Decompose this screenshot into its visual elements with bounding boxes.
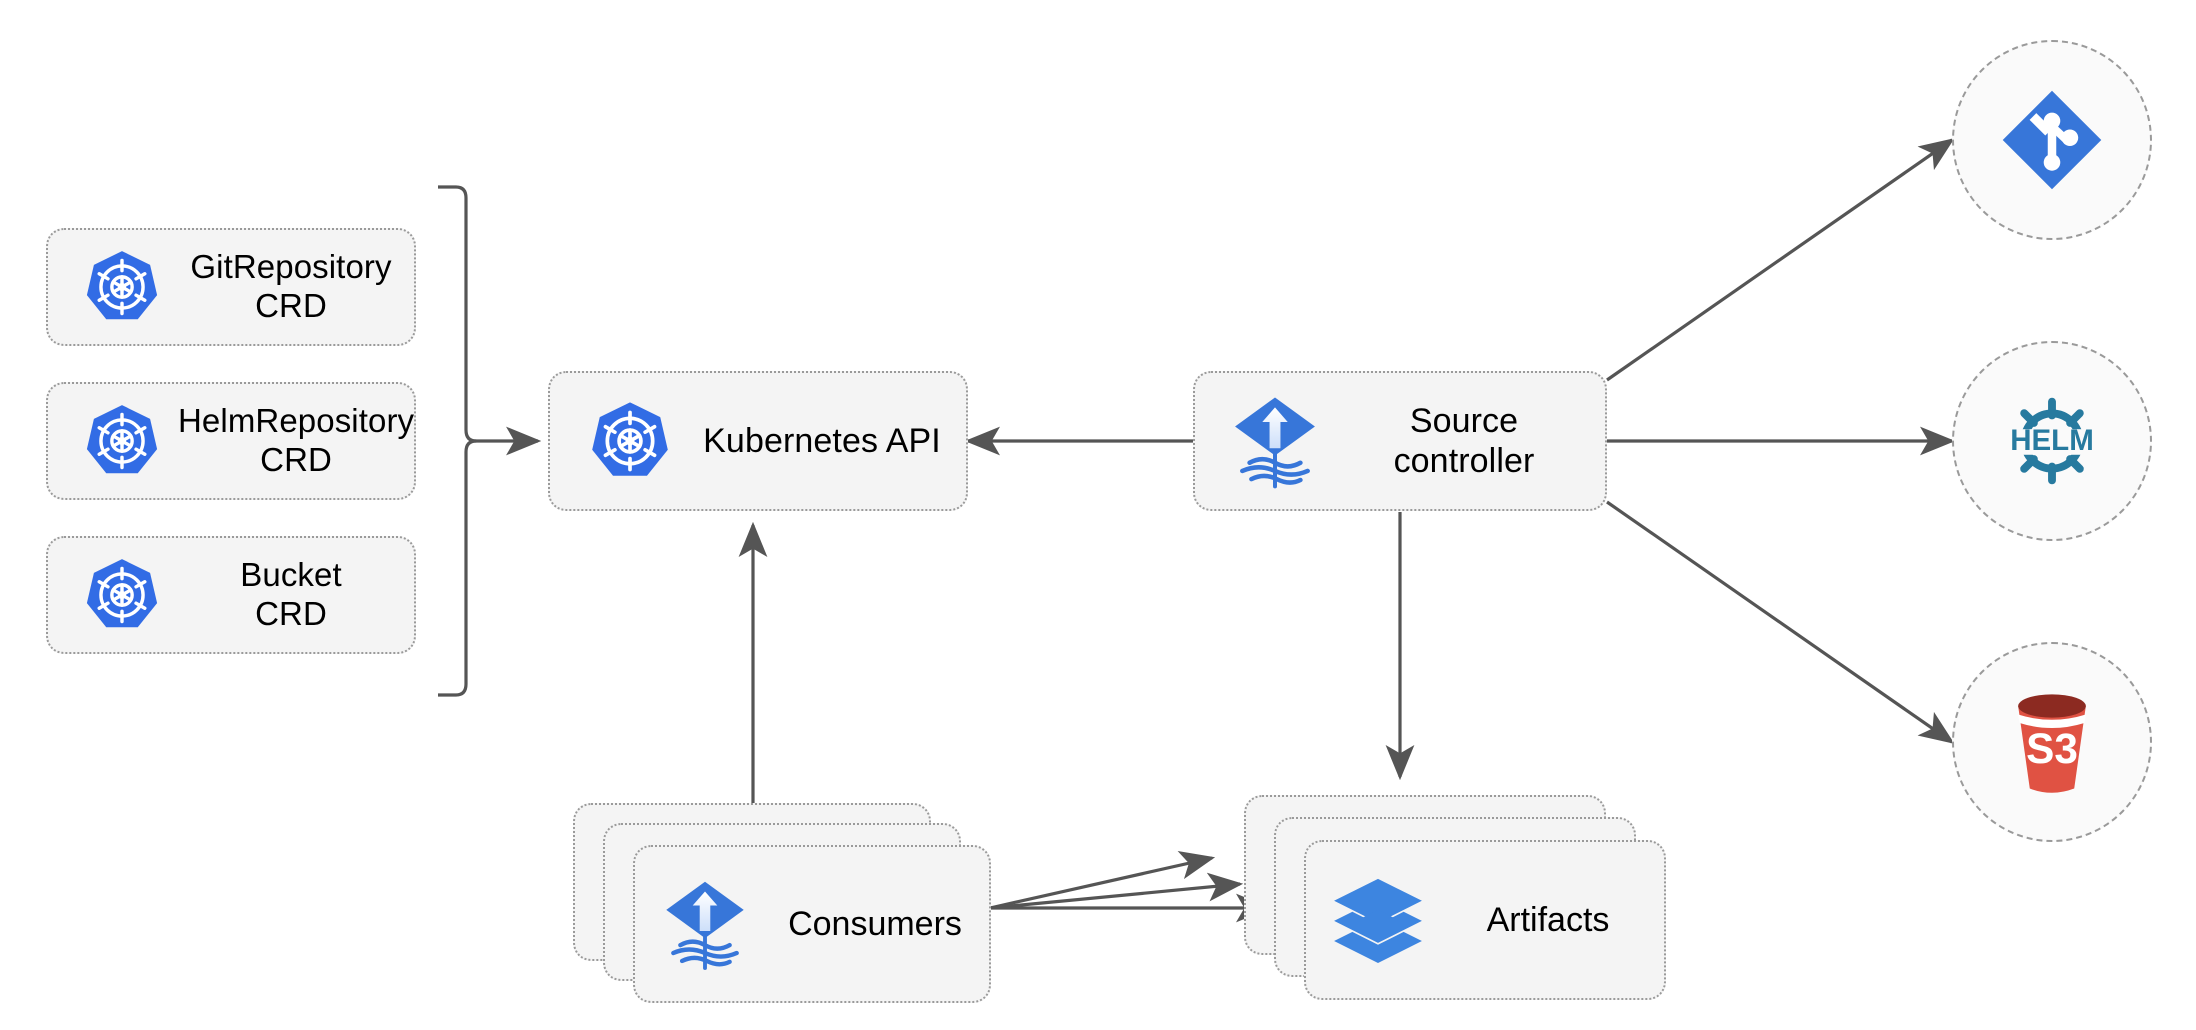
node-consumers[interactable]: Consumers xyxy=(573,803,991,1003)
node-bucket-crd[interactable]: Bucket CRD xyxy=(46,536,416,654)
node-kubernetes-api[interactable]: Kubernetes API xyxy=(548,371,968,511)
helm-label: HELM xyxy=(2010,424,2094,457)
helm-icon: HELM xyxy=(1993,382,2111,500)
external-source-git[interactable] xyxy=(1952,40,2152,240)
consumers-card-front[interactable]: Consumers xyxy=(633,845,991,1003)
s3-label: S3 xyxy=(2026,725,2078,772)
kubernetes-icon xyxy=(66,556,178,634)
external-source-s3[interactable]: S3 xyxy=(1952,642,2152,842)
node-label: GitRepository CRD xyxy=(190,248,392,324)
node-helmrepository-crd[interactable]: HelmRepository CRD xyxy=(46,382,416,500)
kubernetes-icon xyxy=(66,248,178,326)
node-label: Artifacts xyxy=(1486,900,1610,939)
node-label: HelmRepository CRD xyxy=(178,402,415,478)
flux-icon xyxy=(1217,392,1333,490)
s3-bucket-icon: S3 xyxy=(1998,687,2106,797)
node-label: Kubernetes API xyxy=(703,421,941,460)
node-label: Bucket CRD xyxy=(240,556,342,632)
layers-icon xyxy=(1332,877,1448,963)
edge-source-controller-to-s3 xyxy=(1606,500,1955,744)
kubernetes-icon xyxy=(572,399,688,483)
git-icon xyxy=(1996,84,2108,196)
kubernetes-icon xyxy=(66,402,178,480)
external-source-helm[interactable]: HELM xyxy=(1952,341,2152,541)
edge-consumers-to-artifacts-1 xyxy=(989,850,1216,910)
node-label: Source controller xyxy=(1393,401,1535,480)
node-artifacts[interactable]: Artifacts xyxy=(1244,795,1666,1000)
crd-group-bracket xyxy=(438,185,478,697)
artifacts-card-front[interactable]: Artifacts xyxy=(1304,840,1666,1000)
edge-source-controller-to-git xyxy=(1606,138,1955,382)
flux-icon xyxy=(661,876,777,972)
node-label: Consumers xyxy=(788,904,962,943)
node-source-controller[interactable]: Source controller xyxy=(1193,371,1607,511)
edge-consumers-to-artifacts-2 xyxy=(989,872,1244,910)
node-gitrepository-crd[interactable]: GitRepository CRD xyxy=(46,228,416,346)
